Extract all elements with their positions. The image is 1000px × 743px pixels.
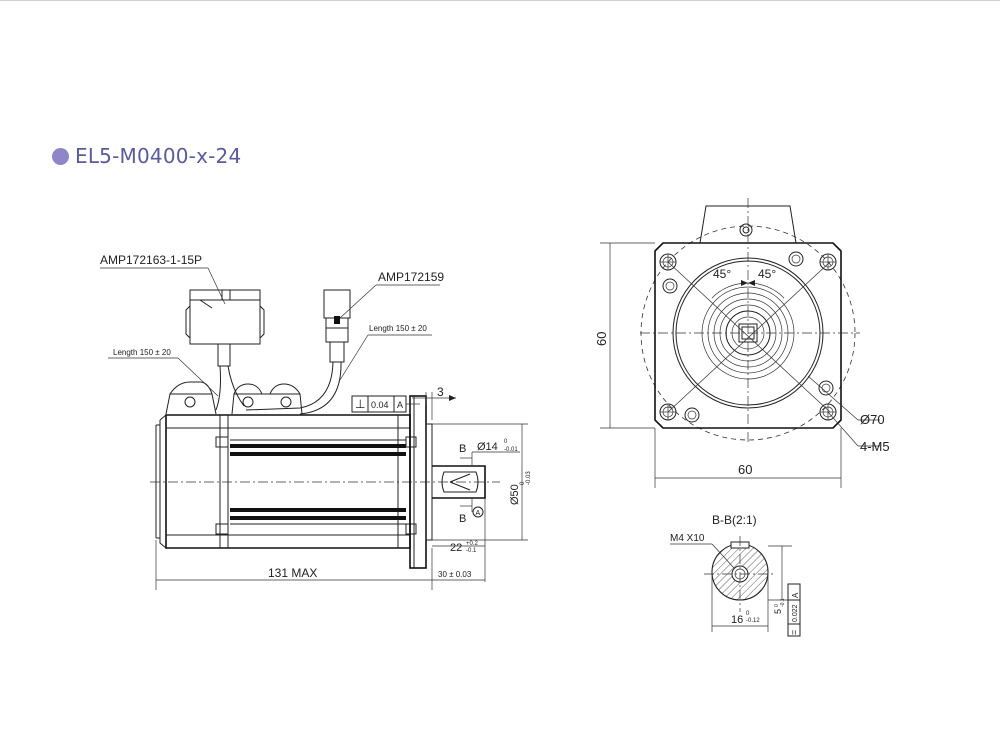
section-marker-top: B	[459, 443, 466, 455]
mount-holes-label: 4-M5	[860, 439, 890, 454]
symmetry-value: 0.022	[792, 604, 799, 622]
perp-datum: A	[397, 400, 403, 410]
side-view	[100, 267, 528, 590]
top-divider	[0, 0, 1000, 1]
key-depth-upper: 0	[774, 604, 780, 607]
symmetry-symbol: =	[789, 630, 799, 635]
page-title: EL5-M0400-x-24	[75, 144, 242, 168]
title-block: EL5-M0400-x-24	[52, 144, 241, 168]
bolt-circle-dia: Ø70	[860, 412, 885, 427]
datum-a-letter: A	[476, 510, 481, 517]
label-encoder-connector: AMP172159	[378, 270, 444, 284]
flange-thickness: 3	[437, 385, 444, 399]
thread-label: M4 X10	[670, 533, 705, 544]
shaft-dia-upper: 0	[504, 439, 508, 445]
shaft-length: 30 ± 0.03	[438, 570, 472, 579]
mount-hole-bl	[659, 403, 677, 421]
section-view	[670, 536, 801, 637]
front-width: 60	[738, 462, 752, 477]
shaft-dia-lower: -0.01	[504, 447, 518, 453]
key-width-upper: 0	[746, 611, 750, 617]
symmetry-datum: A	[791, 592, 800, 598]
pilot-dia: Ø50	[509, 484, 521, 505]
section-title: B-B(2:1)	[712, 513, 757, 527]
pilot-upper: 0	[520, 481, 526, 485]
encoder-connector	[245, 289, 351, 415]
key-depth-lower: -0.1	[780, 598, 786, 607]
front-height: 60	[594, 332, 609, 346]
key-width: 16	[731, 614, 743, 626]
connector-bosses	[165, 381, 303, 415]
motor-body	[155, 414, 417, 549]
key-upper: +0.2	[466, 541, 479, 547]
shaft	[432, 465, 486, 499]
perp-value: 0.04	[371, 400, 389, 410]
flange-square	[654, 242, 842, 429]
mount-hole-tr	[819, 253, 837, 271]
angle-left: 45°	[713, 267, 731, 281]
perp-symbol: ⊥	[355, 397, 365, 411]
body-length: 131 MAX	[268, 566, 317, 580]
label-length-left: Length 150 ± 20	[113, 348, 171, 357]
key-width-lower: -0.12	[746, 618, 760, 624]
label-power-connector: AMP172163-1-15P	[100, 253, 202, 267]
bullet-dot-icon	[52, 147, 69, 165]
datum-a-marker	[472, 506, 484, 518]
flange	[409, 395, 433, 569]
mount-hole-tl	[659, 253, 677, 271]
front-view	[600, 198, 880, 488]
angle-right: 45°	[758, 267, 776, 281]
key-lower: -0.1	[466, 548, 477, 554]
section-marker-bottom: B	[459, 513, 466, 525]
shaft-dia: Ø14	[477, 441, 498, 453]
key-depth: 5	[773, 609, 783, 614]
label-length-right: Length 150 ± 20	[369, 324, 427, 333]
pilot-lower: -0.03	[526, 471, 532, 485]
key-length: 22	[450, 542, 462, 554]
perpendicularity-frame	[351, 395, 420, 413]
power-connector	[185, 289, 265, 411]
